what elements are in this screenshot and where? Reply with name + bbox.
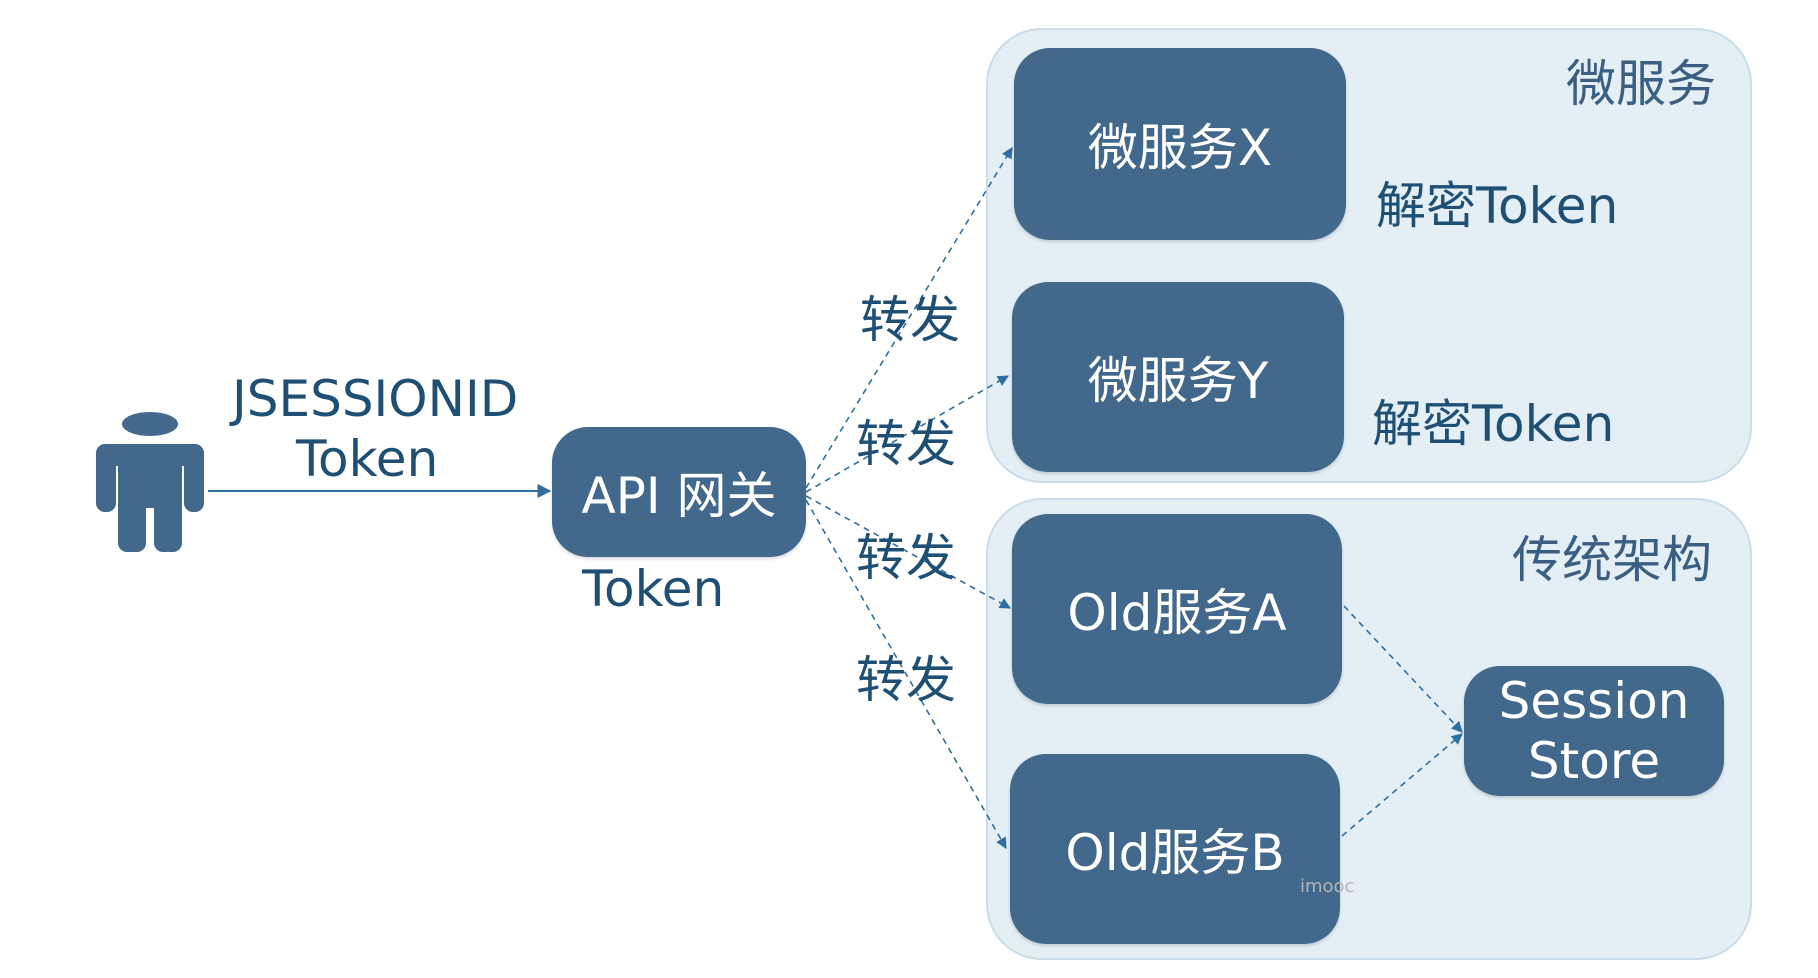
forward-label-3: 转发 [856, 529, 956, 587]
client-credential-label: JSESSIONID [232, 370, 519, 428]
watermark-text: imooc [1300, 876, 1355, 897]
old-service-a-node: Old服务A [1012, 514, 1342, 704]
api-gateway-node: API 网关 [552, 427, 806, 557]
old-service-b-node: Old服务B [1010, 754, 1340, 944]
decrypt-token-y-label: 解密Token [1372, 395, 1615, 453]
service-y-node: 微服务Y [1012, 282, 1344, 472]
user-icon [96, 412, 204, 552]
gateway-token-label: Token [582, 560, 725, 618]
session-store-line1: Session [1498, 672, 1690, 730]
edge-gateway-to-service-y [805, 375, 1009, 493]
forward-label-1: 转发 [860, 291, 960, 349]
forward-label-4: 转发 [856, 651, 956, 709]
edge-gateway-to-old-a [805, 495, 1011, 609]
session-store-node: Session Store [1464, 666, 1724, 796]
edge-gateway-to-old-b [805, 499, 1007, 849]
microservices-group-title: 微服务 [1566, 55, 1716, 113]
service-x-node: 微服务X [1014, 48, 1346, 240]
client-token-label: Token [296, 430, 439, 488]
forward-label-2: 转发 [856, 415, 956, 473]
decrypt-token-x-label: 解密Token [1376, 177, 1619, 235]
session-store-line2: Store [1527, 732, 1661, 790]
edge-old-a-to-session-store [1343, 605, 1463, 733]
legacy-group-title: 传统架构 [1512, 531, 1712, 589]
edge-old-b-to-session-store [1341, 733, 1463, 837]
edge-gateway-to-service-x [805, 147, 1013, 489]
